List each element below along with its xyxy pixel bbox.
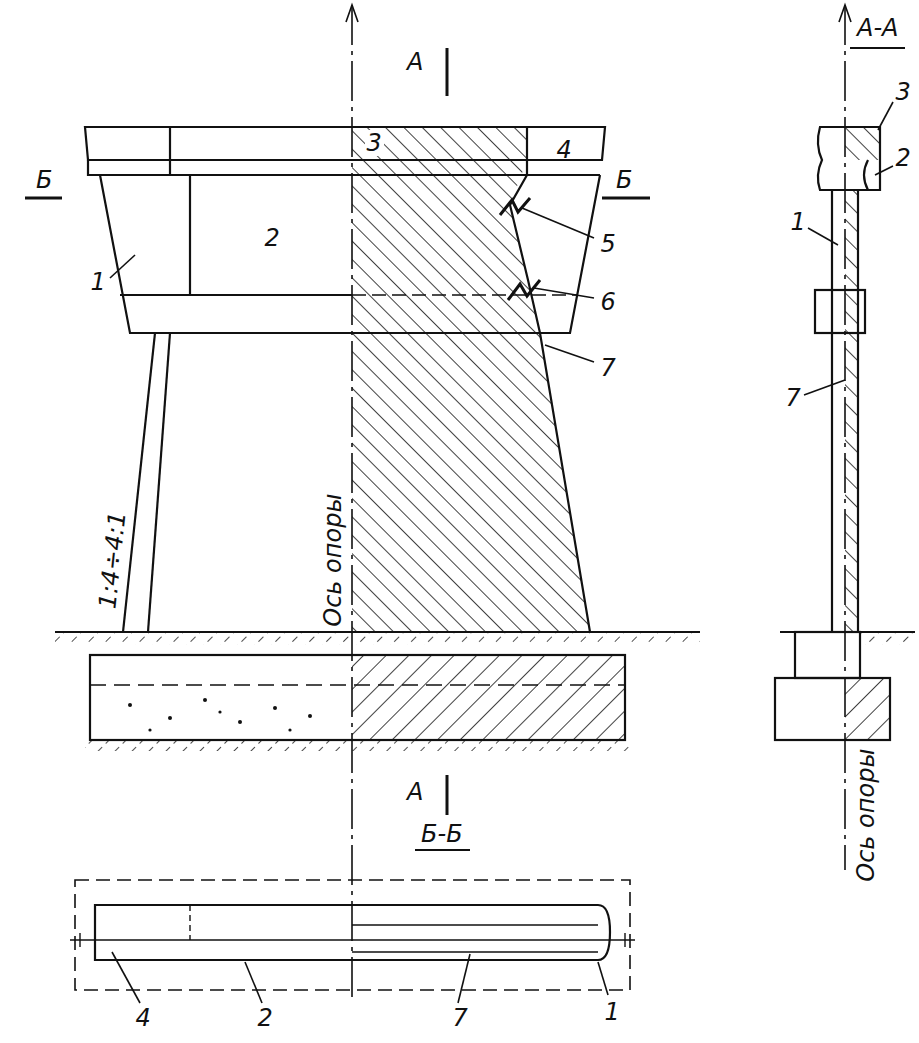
callout-number: 7 [599,355,618,381]
callout-number: 2 [256,1005,275,1031]
section-label: Ось опоры [320,492,346,629]
section-label: А [405,49,425,75]
callout-number: 1 [89,269,108,295]
callout-number: 1 [789,209,808,235]
callout-number: 4 [134,1005,153,1031]
callout-number: 2 [263,225,282,251]
callout-number: 7 [451,1005,470,1031]
section-label: 1:4÷4:1 [94,508,131,612]
callout-number: 3 [894,79,913,105]
section-label: Б-Б [419,821,465,847]
callout-number: 3 [365,130,384,156]
callout-number: 6 [599,289,618,315]
callout-number: 2 [894,145,913,171]
section-label: Ось опоры [853,747,879,884]
section-label: А [405,779,425,805]
callout-number: 5 [599,231,618,257]
section-label: Б [614,167,634,193]
callout-number: 7 [784,385,803,411]
callout-number: 4 [555,137,574,163]
callout-number: 1 [603,999,622,1025]
section-label: Б [34,167,54,193]
section-label: А-А [855,15,901,41]
